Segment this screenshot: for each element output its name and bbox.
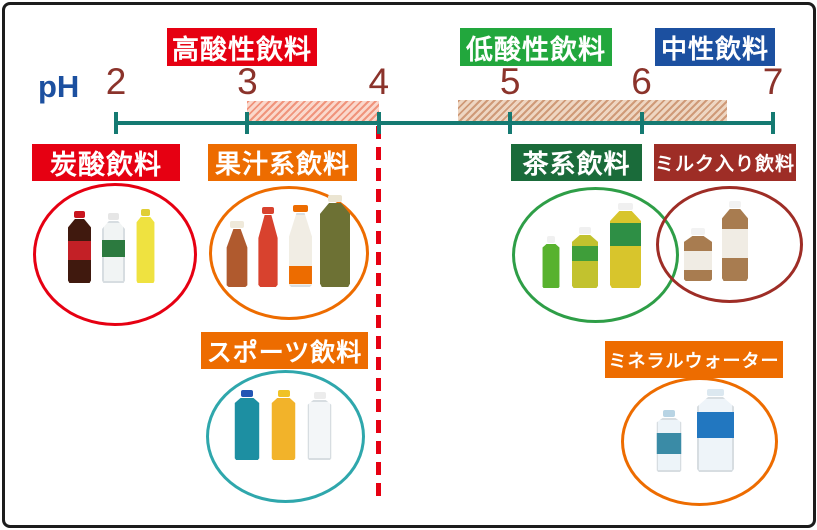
zone-label-high-acid: 高酸性飲料 (167, 28, 317, 66)
bottle-body (234, 398, 260, 460)
bottle-body (572, 235, 598, 288)
small-green-tea-bottle (542, 236, 560, 288)
amber-juice-bottle (223, 221, 251, 287)
bottle-cap (728, 201, 742, 208)
group-label-carbonated: 炭酸飲料 (32, 144, 180, 181)
bottle-cap (691, 228, 705, 235)
blue-sports-bottle (234, 390, 260, 460)
bottle-body (307, 400, 332, 460)
ph-tick-label-7: 7 (762, 61, 784, 102)
red-juice-bottle (255, 207, 281, 287)
ph-tick-mark-6 (639, 112, 644, 134)
yellow-soda-bottle (136, 209, 155, 283)
ph-tick-mark-5 (508, 112, 513, 134)
bottle-label-band (722, 229, 748, 258)
ph-tick-label-5: 5 (499, 61, 521, 102)
bottle-label-band (656, 433, 682, 454)
small-water-bottle (656, 410, 682, 472)
bottle-label-band (289, 266, 312, 285)
bottle-cap (293, 205, 308, 212)
bottle-label-band (697, 412, 734, 438)
bottle-cap (313, 392, 326, 399)
bottle-cap (578, 227, 592, 234)
group-circle-sports (206, 370, 365, 503)
zone-label-low-acid: 低酸性飲料 (460, 28, 612, 66)
bottle-cap (277, 390, 290, 397)
ph-tick-label-6: 6 (631, 61, 652, 102)
bottle-cap (327, 195, 343, 202)
bottle-body (289, 213, 312, 287)
orange-sports-bottle (271, 390, 296, 460)
clear-sports-bottle (307, 392, 332, 460)
bottle-label-band (572, 245, 598, 262)
group-label-juice: 果汁系飲料 (208, 144, 357, 181)
group-label-mineral: ミネラルウォーター (605, 341, 783, 378)
bottles-mineral (656, 389, 734, 472)
bottle-body (226, 229, 248, 287)
milk-tea-bottle-large (722, 201, 748, 281)
group-circle-milk (656, 186, 803, 303)
ph-tick-mark-2 (114, 112, 118, 134)
bottles-milk (684, 201, 748, 281)
group-circle-juice (209, 186, 369, 320)
bottle-label-band (102, 239, 125, 257)
bottle-cap (107, 213, 120, 220)
high-acid-range-band (247, 101, 379, 121)
bottles-sports (234, 390, 332, 460)
group-circle-carbonated (33, 183, 197, 326)
bottle-body (610, 211, 641, 288)
bottle-cap (261, 207, 275, 214)
bottle-label-band (684, 251, 712, 271)
bottle-body (102, 221, 125, 283)
bottle-body (258, 215, 278, 287)
bottle-body (542, 244, 560, 288)
large-green-tea-bottle (610, 203, 641, 288)
bottle-body (697, 397, 734, 472)
zone-label-neutral: 中性飲料 (655, 28, 775, 66)
group-label-tea: 茶系飲料 (511, 144, 642, 181)
bottle-body (656, 418, 682, 472)
group-label-sports: スポーツ飲料 (201, 332, 368, 369)
bottle-body (722, 209, 748, 281)
bottle-cap (230, 221, 244, 228)
bottles-tea (542, 203, 641, 288)
ph-axis-line (114, 121, 775, 125)
bottle-cap (546, 236, 556, 243)
green-tea-bottle (572, 227, 598, 288)
milk-tea-bottle-small (684, 228, 712, 281)
bottle-body (684, 236, 712, 281)
clear-soda-bottle (102, 213, 125, 283)
bottle-body (136, 217, 155, 283)
group-circle-mineral (621, 377, 778, 506)
bottles-carbonated (68, 209, 155, 283)
low-acid-range-band (457, 100, 727, 121)
bottle-body (320, 203, 350, 287)
bottle-label-band (68, 240, 91, 260)
bottle-cap (618, 203, 633, 210)
cola-bottle (68, 211, 91, 283)
ph-tick-mark-7 (771, 112, 775, 134)
bottle-cap (662, 410, 676, 417)
ph-axis-title: pH (38, 69, 80, 104)
ph-tick-label-2: 2 (105, 61, 127, 102)
ph-tick-mark-3 (245, 112, 250, 134)
ph4-divider-dashed-line (376, 126, 382, 502)
ph-tick-label-3: 3 (237, 61, 258, 102)
white-orange-juice-bottle (285, 205, 316, 287)
group-label-milk: ミルク入り飲料 (654, 144, 796, 181)
bottle-body (68, 219, 91, 283)
olive-juice-bottle (320, 195, 350, 287)
large-water-bottle (697, 389, 734, 472)
bottles-juice (223, 195, 350, 287)
bottle-cap (73, 211, 86, 218)
bottle-cap (706, 389, 725, 396)
bottle-cap (140, 209, 151, 216)
bottle-body (271, 398, 296, 460)
bottle-cap (240, 390, 254, 397)
bottle-label-band (610, 223, 641, 247)
ph-tick-mark-4 (376, 112, 381, 134)
ph-tick-label-4: 4 (368, 61, 390, 102)
